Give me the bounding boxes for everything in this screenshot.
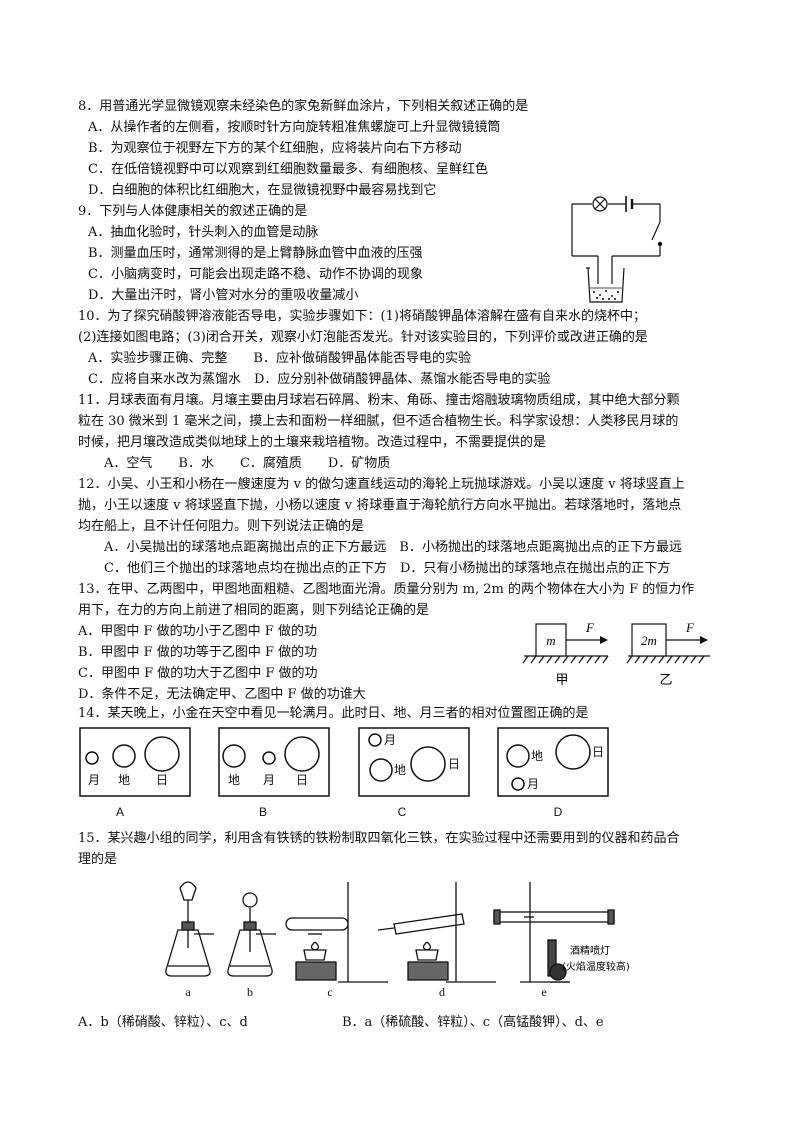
q10-stem-line2: (2)连接如图电路；(3)闭合开关，观察小灯泡能否发光。针对该实验目的，下列评价… [78, 330, 648, 345]
b-moon-label: 月 [263, 773, 275, 787]
q12-stem-line3: 均在船上，且不计任何阻力。则下列说法正确的是 [78, 519, 365, 534]
q12-options-ab: A．小吴抛出的球落地点距离抛出点的正下方最远 B．小杨抛出的球落地点距离抛出点的… [104, 540, 682, 555]
q15-stem-line1: 15．某兴趣小组的同学，利用含有铁锈的铁粉制取四氧化三铁，在实验过程中还需要用到… [78, 831, 680, 846]
d-sun-label: 日 [592, 745, 604, 759]
d-moon-label: 月 [527, 777, 539, 791]
b-sun-label: 日 [296, 773, 308, 787]
apparatus-d-label: d [439, 985, 445, 999]
q8-option-b: B．为观察位于视野左下方的某个红细胞，应将装片向右下方移动 [88, 141, 462, 156]
block-m-label: m [546, 633, 555, 648]
circuit-diagram [560, 188, 670, 308]
q10-stem-line1: 10．为了探究硝酸钾溶液能否导电，实验步骤如下：(1)将硝酸钾晶体溶解在盛有自来… [78, 309, 646, 324]
q13-option-a: A．甲图中 F 做的功小于乙图中 F 做的功 [78, 624, 317, 639]
option-b-label: B [259, 805, 267, 819]
force-f-label-1: F [585, 620, 595, 635]
q11-stem-line3: 时候，把月壤改造成类似地球上的土壤来栽培植物。改造过程中，不需要提供的是 [78, 435, 547, 450]
q8-option-d: D．白细胞的体积比红细胞大，在显微镜视野中最容易找到它 [88, 183, 437, 198]
q11-options: A．空气 B．水 C．腐殖质 D．矿物质 [104, 456, 391, 471]
q15-option-a: A．b（稀硝酸、锌粒）、c、d [78, 1015, 248, 1030]
diagram-yi-label: 乙 [659, 673, 672, 688]
q8-option-a: A．从操作者的左侧看，按顺时针方向旋转粗准焦螺旋可上升显微镜镜筒 [88, 120, 501, 135]
apparatus-c-label: c [327, 985, 332, 999]
apparatus-e-label: e [541, 985, 546, 999]
q13-option-b: B．甲图中 F 做的功等于乙图中 F 做的功 [78, 645, 318, 660]
c-earth-label: 地 [394, 763, 406, 777]
lab-apparatus: 酒精喷灯 (火焰温度较高) a b c d e [158, 878, 638, 1008]
q11-stem-line1: 11．月球表面有月壤。月壤主要由月球岩石碎屑、粉末、角砾、撞击熔融玻璃物质组成，… [78, 393, 680, 408]
q15-stem-line2: 理的是 [78, 852, 118, 867]
blast-lamp-label: 酒精喷灯 [570, 944, 610, 957]
q9-option-a: A．抽血化验时，针头刺入的血管是动脉 [88, 225, 319, 240]
q8-option-c: C．在低倍镜视野中可以观察到红细胞数量最多、有细胞核、呈鲜红色 [88, 162, 488, 177]
q9-stem: 9．下列与人体健康相关的叙述正确的是 [78, 204, 308, 219]
sun-earth-moon-options: 月 地 日 地 月 日 月 地 日 地 月 日 A B C D [76, 726, 616, 826]
block-2m-label: 2m [641, 633, 657, 648]
q10-options-ab: A．实验步骤正确、完整 B．应补做硝酸钾晶体能否导电的实验 [88, 351, 471, 366]
q11-stem-line2: 粒在 30 微米到 1 毫米之间，摸上去和面粉一样细腻，但不适合植物生长。科学家… [78, 414, 679, 429]
q13-option-d: D．条件不足，无法确定甲、乙图中 F 做的功谁大 [78, 687, 366, 702]
a-earth-label: 地 [118, 773, 130, 787]
q13-option-c: C．甲图中 F 做的功大于乙图中 F 做的功 [78, 666, 318, 681]
q13-stem-line2: 用下，在力的方向上前进了相同的距离，则下列结论正确的是 [78, 603, 430, 618]
b-earth-label: 地 [228, 773, 240, 787]
c-sun-label: 日 [448, 757, 460, 771]
q10-options-cd: C．应将自来水改为蒸馏水 D．应分别补做硝酸钾晶体、蒸馏水能否导电的实验 [88, 372, 551, 387]
q12-stem-line2: 抛，小王以速度 v 将球竖直下抛，小杨以速度 v 将球垂直于海轮航行方向水平抛出… [78, 498, 682, 513]
q9-option-b: B．测量血压时，通常测得的是上臂静脉血管中血液的压强 [88, 246, 423, 261]
q9-option-d: D．大量出汗时，肾小管对水分的重吸收量减小 [88, 288, 359, 303]
d-earth-label: 地 [531, 749, 543, 763]
q9-option-c: C．小脑病变时，可能会出现走路不稳、动作不协调的现象 [88, 267, 423, 282]
q12-stem-line1: 12．小吴、小王和小杨在一艘速度为 v 的做匀速直线运动的海轮上玩抛球游戏。小吴… [78, 477, 685, 492]
q14-stem: 14．某天晚上，小金在天空中看见一轮满月。此时日、地、月三者的相对位置图正确的是 [78, 706, 589, 721]
blast-lamp-note: (火焰温度较高) [562, 960, 630, 973]
a-sun-label: 日 [156, 773, 168, 787]
apparatus-a-label: a [185, 985, 191, 999]
q12-options-cd: C．他们三个抛出的球落地点均在抛出点的正下方 D．只有小杨抛出的球落地点在抛出点… [104, 561, 671, 576]
force-f-label-2: F [685, 620, 695, 635]
q15-option-b: B．a（稀硫酸、锌粒）、c（高锰酸钾）、d、e [342, 1015, 604, 1030]
option-d-label: D [554, 805, 563, 819]
diagram-jia-label: 甲 [555, 673, 568, 688]
apparatus-b-label: b [247, 985, 253, 999]
force-diagram: m 2m F F 甲 乙 [520, 614, 720, 694]
q8-stem: 8．用普通光学显微镜观察未经染色的家兔新鲜血涂片，下列相关叙述正确的是 [78, 99, 529, 114]
c-moon-label: 月 [384, 733, 396, 747]
a-moon-label: 月 [88, 773, 100, 787]
option-a-label: A [116, 805, 124, 819]
option-c-label: C [398, 805, 407, 819]
q13-stem-line1: 13．在甲、乙两图中，甲图地面粗糙、乙图地面光滑。质量分别为 m, 2m 的两个… [78, 582, 695, 597]
